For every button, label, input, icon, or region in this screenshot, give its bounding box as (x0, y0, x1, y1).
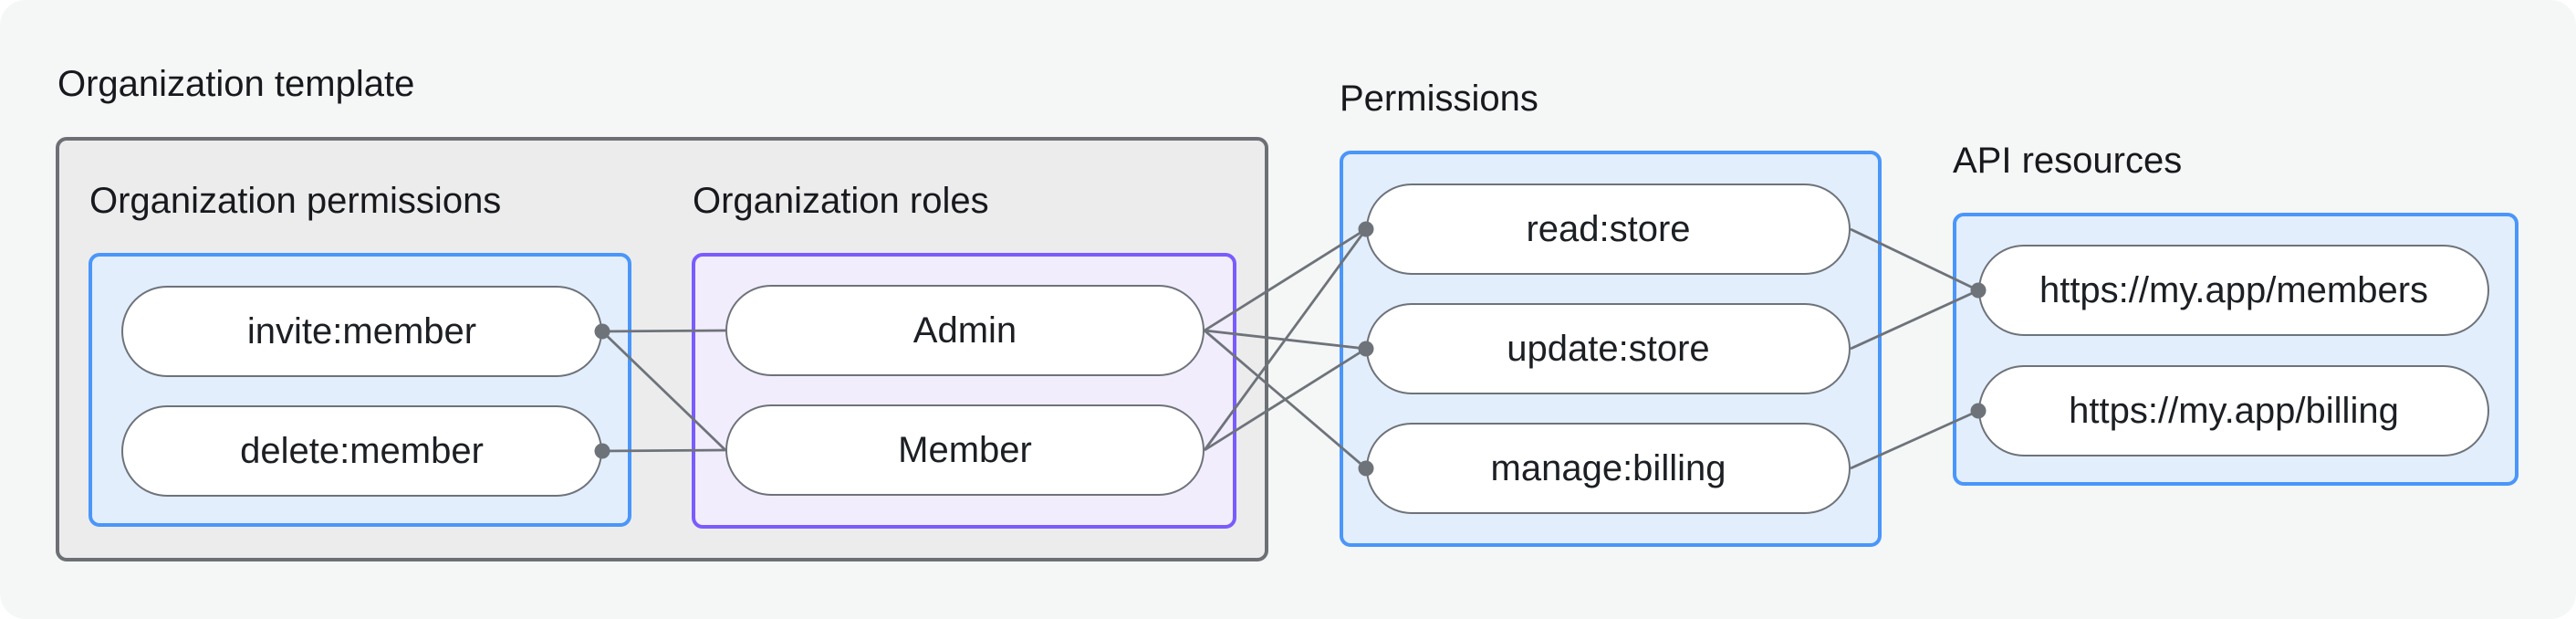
node-invite-member: invite:member (121, 286, 602, 377)
permissions-label: Permissions (1340, 79, 1538, 119)
node-read-store: read:store (1366, 184, 1851, 275)
node-manage-billing: manage:billing (1366, 423, 1851, 514)
node-api-billing-url: https://my.app/billing (1978, 365, 2489, 456)
organization-permissions-label: Organization permissions (89, 181, 502, 221)
node-api-members-url: https://my.app/members (1978, 245, 2489, 336)
node-admin-role: Admin (725, 285, 1205, 376)
api-resources-label: API resources (1953, 141, 2183, 181)
node-member-role: Member (725, 404, 1205, 496)
organization-template-label: Organization template (57, 64, 415, 104)
node-delete-member: delete:member (121, 405, 602, 497)
node-update-store: update:store (1366, 303, 1851, 394)
organization-roles-label: Organization roles (693, 181, 989, 221)
